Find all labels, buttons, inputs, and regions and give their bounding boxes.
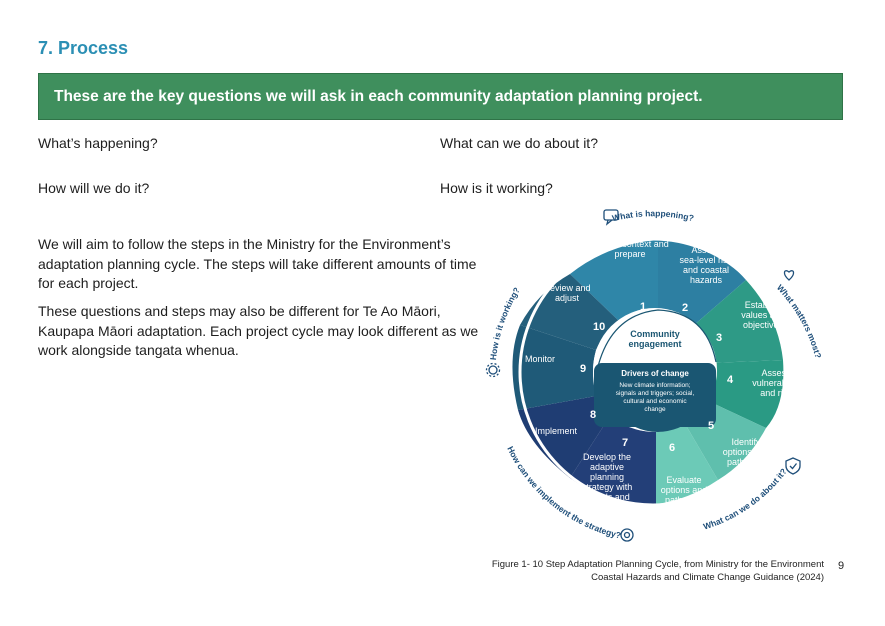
drivers-of-change-text: New climate information;signals and trig… — [616, 382, 695, 413]
drivers-of-change-title: Drivers of change — [621, 369, 689, 378]
question-how-will-we-do: How will we do it? — [38, 180, 150, 196]
step-number-7: 7 — [622, 437, 628, 449]
heart-hands-icon — [783, 270, 795, 281]
segment-assess-sealevel — [658, 240, 746, 326]
question-whats-happening: What’s happening? — [38, 135, 158, 151]
segment-vulnerability-risk — [706, 360, 784, 428]
step-number-4: 4 — [727, 374, 734, 386]
speech-bubble-icon — [603, 209, 619, 226]
target-icon — [620, 528, 634, 542]
gear-icon — [485, 362, 501, 378]
adaptation-planning-cycle-diagram: 1 2 3 4 5 6 7 8 9 10 Set the context and… — [485, 208, 823, 542]
question-how-is-it-working: How is it working? — [440, 180, 553, 196]
paragraph-adaptation-cycle: We will aim to follow the steps in the M… — [38, 236, 477, 291]
step-number-8: 8 — [590, 409, 596, 421]
step-label-8: Implement — [535, 426, 578, 436]
step-number-3: 3 — [716, 332, 722, 344]
step-number-10: 10 — [593, 321, 605, 333]
question-what-can-we-do: What can we do about it? — [440, 135, 598, 151]
figure-caption: Figure 1- 10 Step Adaptation Planning Cy… — [491, 559, 824, 583]
segment-monitor — [512, 325, 596, 410]
paragraph-te-ao-maori: These questions and steps may also be di… — [38, 303, 479, 358]
step-number-5: 5 — [708, 420, 714, 432]
step-number-2: 2 — [682, 302, 688, 314]
segment-develop-strategy — [570, 416, 656, 504]
section-title: 7. Process — [38, 38, 129, 58]
step-label-9: Monitor — [525, 354, 555, 364]
step-number-9: 9 — [580, 363, 586, 375]
step-number-6: 6 — [669, 442, 675, 454]
shield-check-icon — [785, 457, 801, 475]
segment-values-objectives — [693, 280, 783, 363]
outer-label-what-is-happening: What is happening? — [611, 208, 695, 223]
segment-evaluate-options — [656, 422, 718, 504]
key-questions-banner: These are the key questions we will ask … — [38, 73, 843, 120]
page-number: 9 — [838, 560, 845, 572]
segment-context-prepare-full — [570, 240, 658, 322]
banner-text: These are the key questions we will ask … — [54, 87, 703, 105]
step-number-1: 1 — [640, 301, 646, 313]
segment-implement — [518, 396, 610, 478]
